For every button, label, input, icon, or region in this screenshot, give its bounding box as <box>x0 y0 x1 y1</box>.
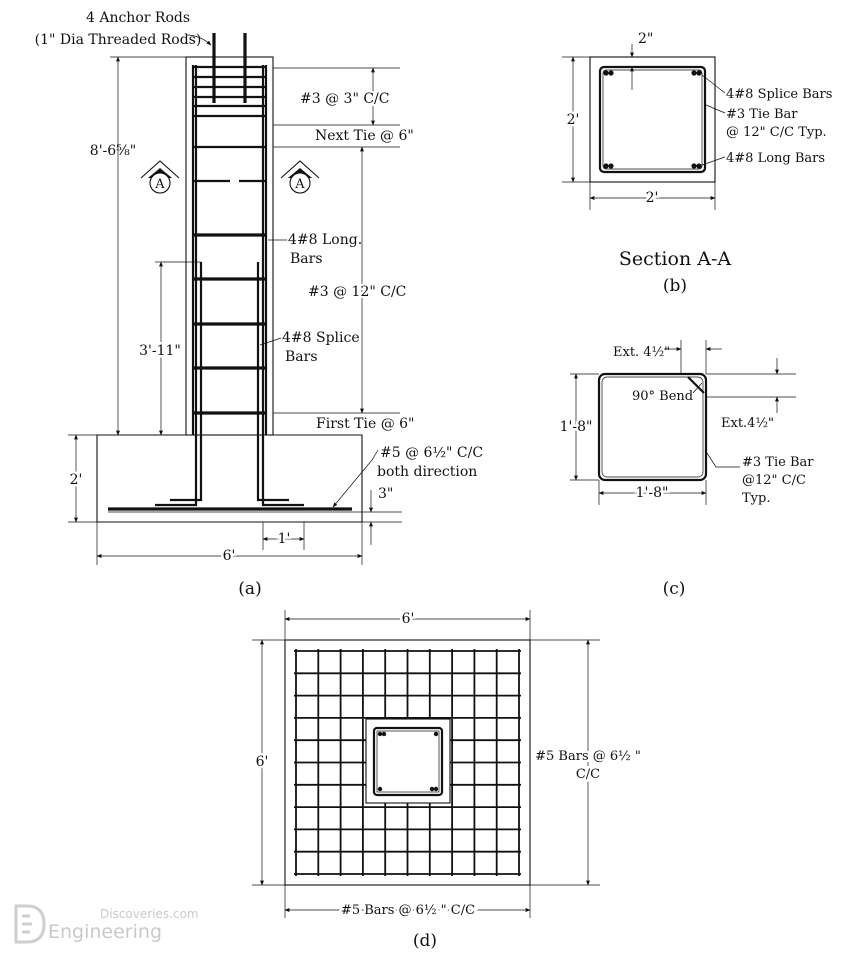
bottom-dim-label: 2' <box>646 190 659 206</box>
tie-mid-label: #3 @ 12" C/C <box>308 284 406 300</box>
pedestal-outline <box>185 56 274 436</box>
tie-top-label: #3 @ 3" C/C <box>300 91 389 107</box>
tie-shape-inner <box>601 376 704 478</box>
right-bars-spacing: C/C <box>576 767 600 782</box>
long-bar-right-hook <box>261 65 304 507</box>
tie-outline <box>598 65 707 174</box>
caption-a: (a) <box>238 579 261 599</box>
first-tie-label: First Tie @ 6" <box>316 416 415 432</box>
tie-bar-typ: Typ. <box>742 491 770 506</box>
long-bar-left-hook <box>155 65 198 507</box>
watermark-logo-icon <box>14 904 46 944</box>
caption-c: (c) <box>663 579 686 599</box>
tie-bar-label: #3 Tie Bar <box>726 107 798 122</box>
long-bars-label: 4#8 Long Bars <box>726 151 825 166</box>
section-outline <box>589 56 716 183</box>
footing-width-label: 6' <box>223 548 236 564</box>
tie-bar-label: #3 Tie Bar <box>742 455 814 470</box>
left-dim-label: 6' <box>256 754 269 770</box>
ties-mid-group <box>192 233 267 415</box>
right-bars-label: #5 Bars @ 6½ " <box>535 749 641 764</box>
panel-b-section: 2" 2' 2' 4#8 Splice Bars #3 Tie Bar @ 12… <box>562 31 832 296</box>
section-marker-right: A <box>280 160 320 194</box>
watermark-text-small: Discoveries.com <box>100 907 199 921</box>
ext-right-label: Ext.4½" <box>721 416 774 431</box>
panel-d-plan: 6' 6' #5 Bars @ 6½ " C/C #5 Bars @ 6½ " … <box>252 609 643 951</box>
anchor-rods-label: 4 Anchor Rods <box>86 10 190 26</box>
splice-bars-label-2: Bars <box>285 349 318 365</box>
footing-plan-outline <box>284 639 531 886</box>
splice-bars-label: 4#8 Splice Bars <box>726 87 832 102</box>
anchor-rods-spec: (1" Dia Threaded Rods) <box>35 32 202 48</box>
footing-bars-label-2: both direction <box>377 464 477 480</box>
watermark-logo: Discoveries.com Engineering <box>14 904 199 944</box>
cover-dim-label: 3" <box>378 486 393 502</box>
ties-top-group <box>192 65 267 149</box>
pedestal-plan-tie <box>372 726 444 797</box>
tie-bar-spacing: @ 12" C/C Typ. <box>726 125 827 140</box>
section-marker-label: A <box>294 177 305 192</box>
one-ft-label: 1' <box>278 531 291 547</box>
splice-bars-label: 4#8 Splice <box>282 330 360 346</box>
ext-top-label: Ext. 4½" <box>613 345 670 360</box>
tie-bar-spacing: @12" C/C <box>742 473 806 488</box>
top-cover-label: 2" <box>638 31 653 47</box>
long-bars-label: 4#8 Long. <box>288 232 362 248</box>
section-marker-left: A <box>140 160 180 194</box>
splice-bar-left <box>170 262 203 502</box>
footing-outline <box>96 434 363 523</box>
section-marker-label: A <box>154 177 165 192</box>
panel-a-elevation: A A 4 Anchor Rods (1" Dia Threaded Rods)… <box>35 10 483 599</box>
anchor-leader <box>185 34 212 46</box>
footing-bars-label: #5 @ 6½" C/C <box>380 445 483 461</box>
section-title: Section A-A <box>619 248 731 270</box>
long-bars-label-2: Bars <box>290 251 323 267</box>
footing-depth-label: 2' <box>70 472 83 488</box>
top-dim-label: 6' <box>402 611 415 627</box>
caption-d: (d) <box>413 931 437 951</box>
splice-bar-right <box>256 262 289 502</box>
bend-label: 90° Bend <box>632 389 693 404</box>
tie-shape-outer <box>597 372 708 482</box>
caption-b: (b) <box>663 276 687 296</box>
splice-dim-label: 3'-11" <box>139 343 181 359</box>
bottom-dim-label: 1'-8" <box>636 485 669 501</box>
height-dim-label: 8'-6⅝" <box>90 143 136 159</box>
watermark-text-large: Engineering <box>48 921 162 943</box>
bottom-bars-label: #5 Bars @ 6½ " C/C <box>341 903 475 918</box>
side-dim-label: 2' <box>567 112 580 128</box>
panel-c-tie-detail: Ext. 4½" 90° Bend Ext.4½" 1'-8" 1'-8" #3… <box>557 340 814 599</box>
side-dim-label: 1'-8" <box>560 419 593 435</box>
next-tie-label: Next Tie @ 6" <box>315 128 414 144</box>
